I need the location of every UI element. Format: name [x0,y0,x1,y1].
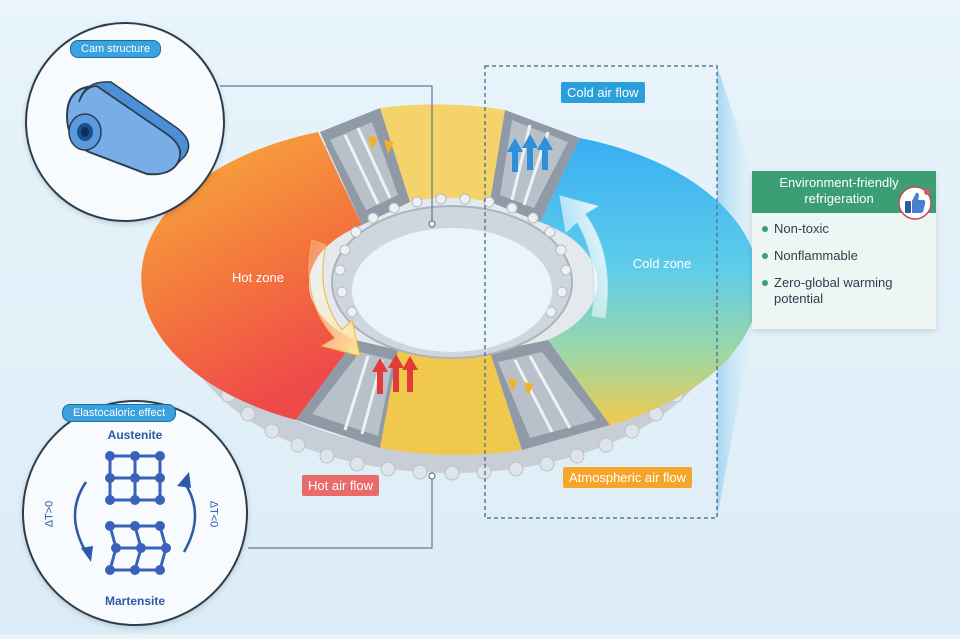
inner-teeth [334,193,572,318]
cold-zone-arrow [559,195,608,319]
elastocaloric-panel: Austenite Martensite ΔT>0 ΔT<0 [22,400,248,626]
center-hole [352,228,552,352]
cam-structure-title: Cam structure [70,40,162,58]
cold-side-callout-box [484,65,718,519]
channel-top-left [320,108,410,225]
austenite-atoms [105,451,165,505]
eco-feature-item: Non-toxic [762,221,936,237]
thumbs-up-icon [898,186,932,220]
bottom-warm-sector [380,350,522,455]
cold-zone-sector [540,138,760,425]
warm-flow-arrows [368,136,534,396]
elastocaloric-leader-line [248,478,433,549]
lattice-illustration [73,451,197,575]
hot-flow-arrows [372,354,418,394]
cam-structure-panel [25,22,225,222]
delta-t-negative-label: ΔT<0 [207,500,220,528]
left-transition-arrow [73,481,88,553]
hot-zone-label: Hot zone [232,270,284,285]
cold-zone-label: Cold zone [633,256,692,271]
elastocaloric-leader-dot [428,472,436,480]
cam-leader-line [220,85,433,222]
eco-feature-list: Non-toxic Nonflammable Zero-global warmi… [752,213,936,307]
top-warm-sector [380,104,505,202]
right-transition-arrow [182,481,197,553]
cold-air-flow-tag: Cold air flow [561,82,645,103]
cam-illustration [65,81,190,176]
eco-feature-item: Zero-global warming potential [762,275,936,307]
eco-feature-item: Nonflammable [762,248,936,264]
cam-leader-dot [428,220,436,228]
austenite-label: Austenite [107,428,163,442]
hot-zone-sector [141,132,362,420]
elastocaloric-title: Elastocaloric effect [62,404,177,422]
martensite-atoms [105,521,171,575]
delta-t-positive-label: ΔT>0 [43,500,56,528]
cold-flow-arrows [507,134,553,172]
hot-air-flow-tag: Hot air flow [302,475,380,496]
channel-bottom-right [490,340,610,450]
hot-zone-arrow [308,239,361,357]
martensite-label: Martensite [104,594,166,608]
atmospheric-air-flow-tag: Atmospheric air flow [563,467,693,488]
